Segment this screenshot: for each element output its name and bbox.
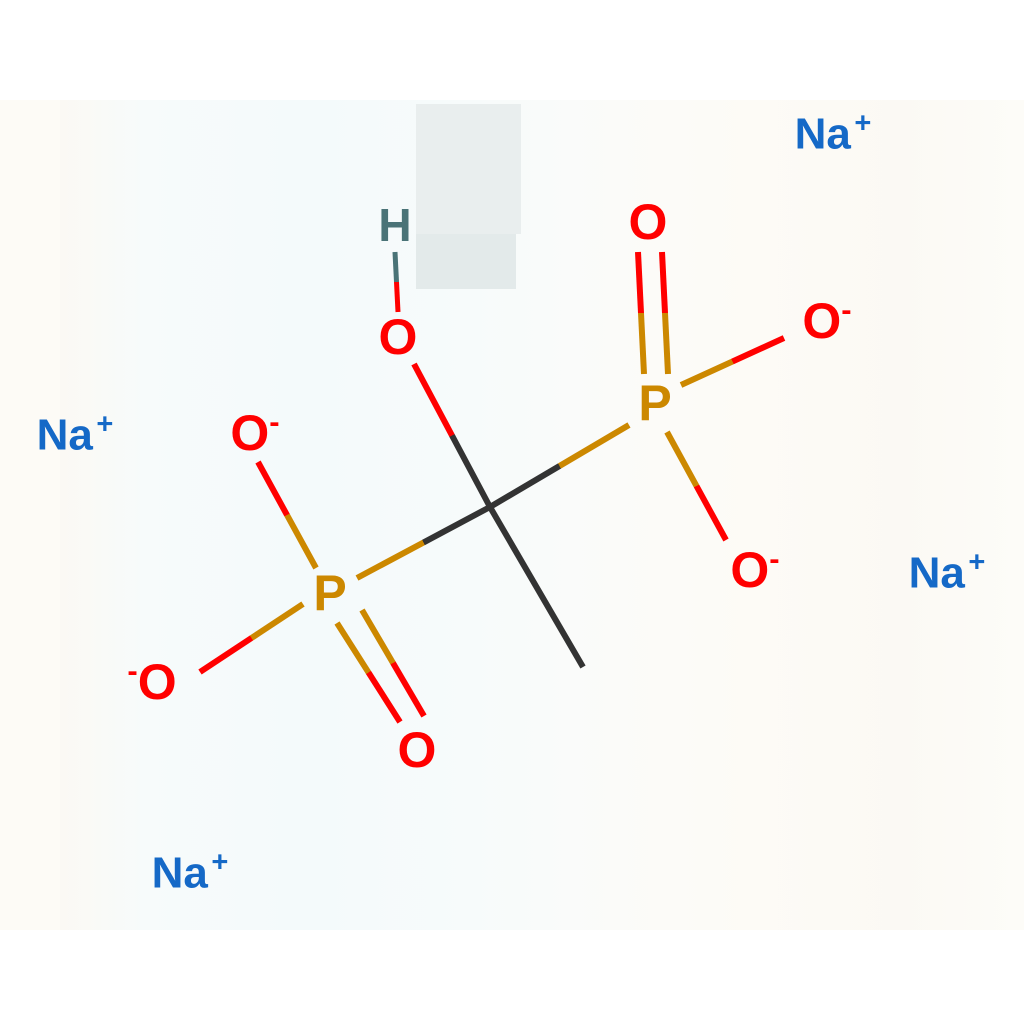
atom-label-oxygen-o4: O (397, 722, 437, 778)
bond-c1-p2 (488, 422, 631, 510)
cation-symbol: Na (36, 410, 93, 460)
charge-plus: + (96, 408, 114, 441)
bond-c1-c2 (487, 505, 586, 669)
cation-label-sodium-1: Na+ (794, 107, 872, 159)
bond-p1-o4-b (359, 608, 427, 718)
atom-label-oxygen-o5: O (628, 194, 668, 250)
cation-symbol: Na (908, 548, 965, 598)
charge-minus: - (269, 404, 280, 440)
atom-symbol: O (137, 653, 177, 710)
charge-plus: + (854, 107, 872, 140)
bond-h1-o1 (392, 251, 401, 313)
bond-o1-c1 (411, 362, 493, 509)
cation-label-sodium-4: Na+ (151, 846, 229, 898)
atom-symbol: O (802, 292, 842, 349)
atom-label-phosphorus-p2: P (638, 375, 672, 431)
atom-label-oxygen-o7: O- (730, 543, 779, 595)
atom-label-oxygen-o1: O (378, 309, 418, 365)
cation-symbol: Na (151, 848, 208, 898)
bond-p1-o4-a (334, 621, 403, 724)
cation-label-sodium-2: Na+ (36, 408, 114, 460)
bond-p2-o7 (664, 430, 729, 542)
cation-label-sodium-3: Na+ (908, 546, 986, 598)
bond-p2-o5-a (635, 251, 647, 375)
atom-label-hydrogen-h1: H (378, 199, 412, 251)
atom-label-oxygen-o6: O- (802, 294, 851, 346)
charge-minus: - (127, 653, 138, 689)
atom-label-oxygen-o2: O- (230, 406, 279, 458)
charge-minus: - (769, 541, 780, 577)
atom-label-oxygen-o3: -O (127, 655, 176, 707)
bond-p2-o5-b (659, 251, 671, 375)
atom-symbol: O (230, 404, 270, 461)
bond-p1-o2 (255, 460, 319, 570)
cation-symbol: Na (794, 109, 851, 159)
charge-minus: - (841, 292, 852, 328)
bond-p2-o6 (679, 335, 786, 388)
bond-c1-p1 (355, 504, 492, 581)
charge-plus: + (211, 846, 229, 879)
bond-p1-o3 (198, 601, 305, 675)
atom-symbol: O (730, 541, 770, 598)
charge-plus: + (968, 546, 986, 579)
atom-label-phosphorus-p1: P (313, 565, 347, 621)
